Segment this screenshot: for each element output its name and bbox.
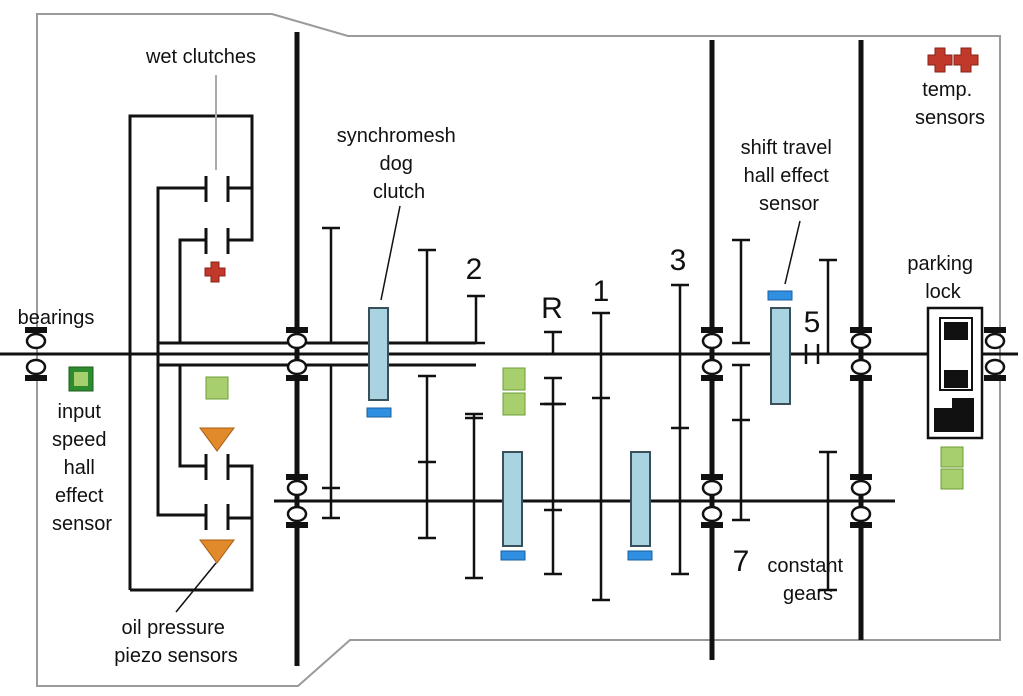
speed-sensors: [205, 367, 964, 490]
bearing: [850, 327, 872, 381]
green-square-icon: [502, 367, 526, 391]
wet-clutches-label: wet clutches: [145, 46, 256, 68]
blue-bar-icon: [767, 290, 793, 301]
synchromesh-sleeve-4: [770, 307, 791, 405]
temp-sensors-label: temp. sensors: [915, 79, 985, 129]
oil-pressure-leader: [175, 562, 217, 613]
shift-travel-leader: [784, 220, 801, 285]
bearings-label: bearings: [18, 307, 95, 329]
orange-triangle-icon: [199, 539, 235, 564]
bearing: [701, 327, 723, 381]
synchromesh-sleeve-3: [630, 451, 651, 547]
green-square-icon: [68, 366, 94, 392]
gearbox-housing: [36, 13, 1001, 687]
blue-bar-icon: [366, 407, 392, 418]
green-square-icon: [205, 376, 229, 400]
gear-3-label: 3: [670, 244, 687, 277]
hall-sensors: [366, 290, 793, 561]
green-square-icon: [940, 446, 964, 468]
gear-wheels: [322, 226, 837, 602]
pressure-sensors: [199, 427, 235, 564]
red-cross-icon: [204, 261, 226, 283]
blue-bar-icon: [627, 550, 653, 561]
input-speed-label: input speed hall effect sensor: [52, 401, 112, 535]
synchromesh-sleeve-1: [368, 307, 389, 401]
shift-travel-label: shift travel hall effect sensor: [741, 137, 838, 215]
oil-pressure-label: oil pressure piezo sensors: [114, 617, 237, 667]
bearing: [984, 327, 1006, 381]
gear-7-label: 7: [733, 545, 750, 578]
bearings-group: [25, 327, 1006, 528]
parking-lock: [926, 306, 984, 440]
red-cross-icon: [953, 47, 979, 73]
synchromesh-label: synchromesh dog clutch: [337, 125, 462, 203]
green-square-icon: [940, 468, 964, 490]
bearing: [286, 327, 308, 381]
parking-lock-label: parking lock: [907, 253, 978, 303]
synchromesh-sleeve-2: [502, 451, 523, 547]
bearing: [850, 474, 872, 528]
gear-5-label: 5: [804, 306, 821, 339]
bearing: [701, 474, 723, 528]
bearing: [25, 327, 47, 381]
gear-r-label: R: [541, 292, 563, 325]
fifth-gear-clutch: [804, 344, 820, 364]
synchromesh-leader: [380, 205, 401, 301]
clutch-frame: [128, 114, 254, 592]
gear-1-label: 1: [593, 275, 610, 308]
temp-sensors: [204, 47, 979, 283]
red-cross-icon: [927, 47, 953, 73]
blue-bar-icon: [500, 550, 526, 561]
orange-triangle-icon: [199, 427, 235, 452]
gear-2-label: 2: [466, 253, 483, 286]
green-square-icon: [502, 392, 526, 416]
constant-gears-label: constant gears: [767, 555, 848, 605]
bearing: [286, 474, 308, 528]
synchronizers: [368, 307, 791, 547]
